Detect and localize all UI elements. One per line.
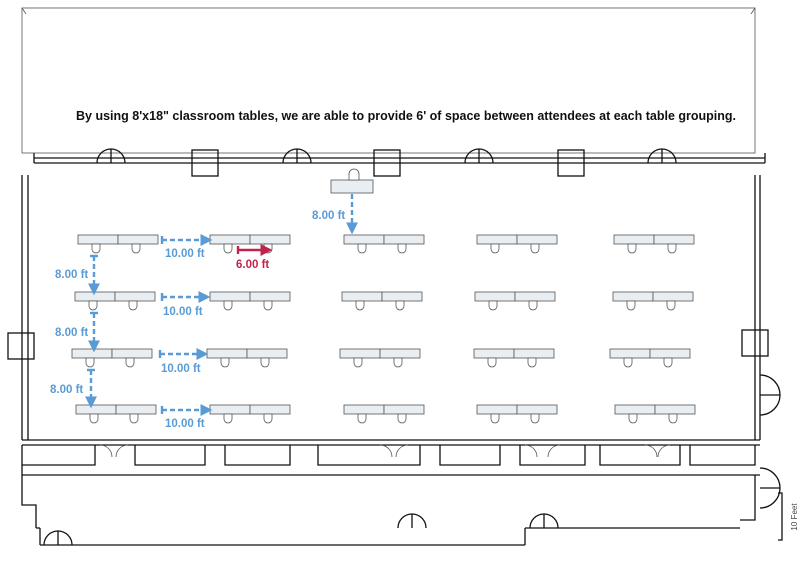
- chair-icon: [623, 357, 633, 368]
- classroom-table-pair: [343, 404, 425, 424]
- door-icon: [96, 148, 126, 164]
- chair-icon: [129, 413, 139, 424]
- label-row-gap-2: 8.00 ft: [55, 327, 88, 339]
- pillar: [373, 149, 401, 177]
- classroom-table-pair: [341, 291, 423, 311]
- chair-icon: [357, 243, 367, 254]
- classroom-table-pair: [343, 234, 425, 254]
- chair-icon: [85, 357, 95, 368]
- pillar: [191, 149, 219, 177]
- chair-icon: [263, 243, 273, 254]
- classroom-table-pair: [339, 348, 421, 368]
- chair-icon: [488, 300, 498, 311]
- chair-icon: [89, 413, 99, 424]
- classroom-table-pair: [75, 404, 157, 424]
- side-wall-features: [7, 329, 781, 509]
- classroom-table-pair: [206, 348, 288, 368]
- chair-icon: [490, 413, 500, 424]
- chair-icon: [263, 300, 273, 311]
- classroom-table-pair: [209, 404, 291, 424]
- lower-corridor: [21, 444, 760, 546]
- label-col-gap-1: 10.00 ft: [165, 248, 205, 260]
- chair-icon: [490, 243, 500, 254]
- chair-icon: [487, 357, 497, 368]
- classroom-table-pair: [74, 291, 156, 311]
- chair-icon: [626, 300, 636, 311]
- label-col-gap-4: 10.00 ft: [165, 418, 205, 430]
- label-col-gap-2: 10.00 ft: [163, 306, 203, 318]
- door-icon: [464, 148, 494, 164]
- chair-icon: [357, 413, 367, 424]
- chair-icon: [530, 413, 540, 424]
- chair-icon: [128, 300, 138, 311]
- door-icon: [43, 530, 73, 546]
- classroom-tables: [71, 234, 696, 424]
- label-row-gap-1: 8.00 ft: [55, 269, 88, 281]
- classroom-table-pair: [476, 234, 558, 254]
- scale-bar: 10 Feet: [778, 492, 799, 541]
- door-icon: [397, 513, 427, 529]
- chair-icon: [395, 300, 405, 311]
- classroom-table-pair: [71, 348, 153, 368]
- chair-icon: [627, 243, 637, 254]
- label-col-gap-3: 10.00 ft: [161, 363, 201, 375]
- classroom-table-pair: [612, 291, 694, 311]
- chair-icon: [355, 300, 365, 311]
- ballroom-walls: [21, 153, 766, 446]
- chair-icon: [131, 243, 141, 254]
- chair-icon: [397, 413, 407, 424]
- chair-icon: [628, 413, 638, 424]
- top-wall-features: [96, 148, 677, 177]
- chair-icon: [666, 300, 676, 311]
- door-icon: [647, 148, 677, 164]
- classroom-table-pair: [609, 348, 691, 368]
- chair-icon: [663, 357, 673, 368]
- classroom-table-pair: [77, 234, 159, 254]
- chair-icon: [91, 243, 101, 254]
- chair-icon: [528, 300, 538, 311]
- chair-icon: [667, 243, 677, 254]
- classroom-table-pair: [209, 291, 291, 311]
- chair-icon: [397, 243, 407, 254]
- seat-spacing-arrow: [236, 244, 273, 256]
- chair-icon: [88, 300, 98, 311]
- scale-bar-label: 10 Feet: [790, 503, 799, 531]
- door-icon: [529, 513, 559, 529]
- layout-headline: By using 8'x18" classroom tables, we are…: [76, 109, 736, 123]
- classroom-table-pair: [473, 348, 555, 368]
- classroom-table-pair: [613, 234, 695, 254]
- door-icon: [282, 148, 312, 164]
- chair-icon: [223, 413, 233, 424]
- door-icon: [759, 374, 781, 416]
- chair-icon: [527, 357, 537, 368]
- chair-icon: [393, 357, 403, 368]
- door-icon: [759, 467, 781, 509]
- label-row-gap-3: 8.00 ft: [50, 384, 83, 396]
- chair-icon: [668, 413, 678, 424]
- label-seat-spacing: 6.00 ft: [236, 259, 269, 271]
- upper-room-outline: [21, 7, 756, 154]
- chair-icon: [263, 413, 273, 424]
- chair-icon: [220, 357, 230, 368]
- pillar: [557, 149, 585, 177]
- classroom-table-pair: [614, 404, 696, 424]
- classroom-table-pair: [476, 404, 558, 424]
- chair-icon: [223, 243, 233, 254]
- head-table: [330, 168, 374, 194]
- chair-icon: [125, 357, 135, 368]
- chair-icon: [223, 300, 233, 311]
- chair-icon: [260, 357, 270, 368]
- pillar: [741, 329, 769, 357]
- pillar: [7, 332, 35, 360]
- classroom-table-pair: [474, 291, 556, 311]
- label-top-gap: 8.00 ft: [312, 210, 345, 222]
- dimension-arrows: [85, 194, 358, 416]
- chair-icon: [530, 243, 540, 254]
- chair-icon: [353, 357, 363, 368]
